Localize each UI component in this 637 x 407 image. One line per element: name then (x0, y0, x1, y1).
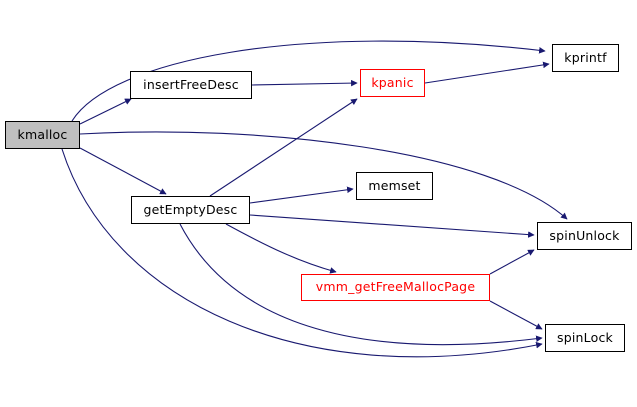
node-kmalloc[interactable]: kmalloc (5, 121, 80, 149)
node-vmm-getfreemallocpage[interactable]: vmm_getFreeMallocPage (301, 274, 490, 301)
node-insertfreedesc-label: insertFreeDesc (143, 76, 239, 92)
node-kpanic[interactable]: kpanic (360, 69, 425, 97)
node-insertfreedesc[interactable]: insertFreeDesc (130, 71, 252, 99)
edge-kmalloc-getemptydesc (79, 147, 167, 195)
edge-getemptydesc-kpanic (209, 98, 358, 197)
edge-kmalloc-insertfreedesc (79, 98, 132, 125)
edge-kmalloc-spinlock (61, 148, 543, 358)
node-memset-label: memset (368, 177, 421, 193)
node-kprintf-label: kprintf (564, 49, 607, 65)
edge-getemptydesc-spinlock (179, 223, 543, 346)
edge-kpanic-kprintf (424, 61, 550, 84)
node-spinlock-label: spinLock (557, 329, 613, 345)
node-getemptydesc[interactable]: getEmptyDesc (131, 196, 250, 224)
edge-getemptydesc-spinunlock (249, 214, 535, 238)
node-spinunlock[interactable]: spinUnlock (537, 222, 632, 250)
edge-getemptydesc-memset (249, 186, 354, 204)
edge-kmalloc-spinunlock (79, 131, 568, 220)
edge-insertfreedesc-kpanic (251, 79, 358, 87)
node-vmm-getfreemallocpage-label: vmm_getFreeMallocPage (315, 279, 476, 295)
edge-kmalloc-kprintf (71, 40, 546, 122)
node-memset[interactable]: memset (356, 172, 433, 200)
node-kmalloc-label: kmalloc (17, 126, 68, 142)
edge-getemptydesc-vmmgetfreemallocpage (225, 223, 337, 274)
node-getemptydesc-label: getEmptyDesc (143, 201, 238, 217)
node-kprintf[interactable]: kprintf (552, 44, 619, 72)
node-spinlock[interactable]: spinLock (545, 324, 625, 352)
edge-vmmgetfreemallocpage-spinlock (489, 300, 543, 330)
node-kpanic-label: kpanic (371, 74, 414, 90)
node-spinunlock-label: spinUnlock (549, 227, 620, 243)
edge-vmmgetfreemallocpage-spinunlock (489, 249, 535, 275)
